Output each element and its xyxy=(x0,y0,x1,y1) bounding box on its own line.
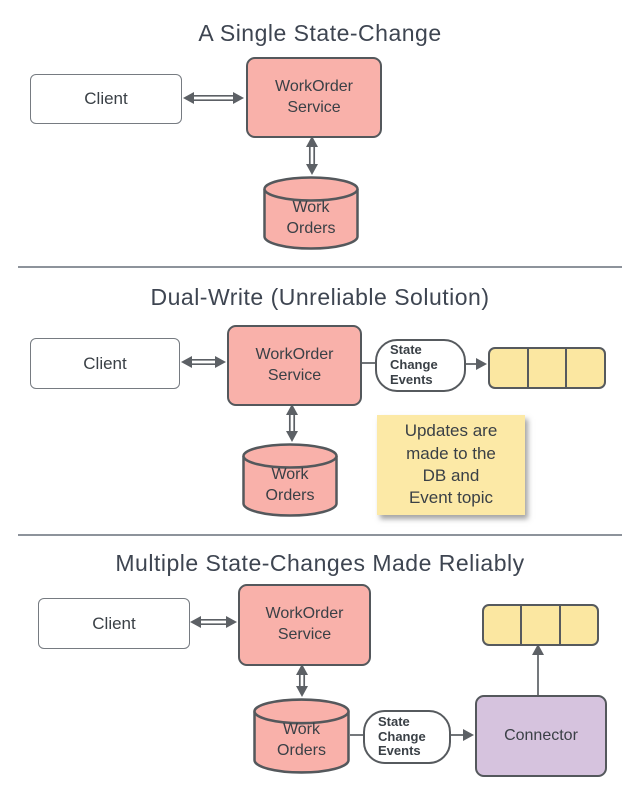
client-service-arrow-3 xyxy=(190,616,237,628)
connector-node: Connector xyxy=(475,695,607,777)
section3-title: Multiple State-Changes Made Reliably xyxy=(115,550,525,576)
section-divider-1 xyxy=(18,266,622,268)
client-label-1: Client xyxy=(84,89,128,108)
work-orders-db-2: Work Orders xyxy=(242,443,338,517)
client-service-arrow xyxy=(183,92,244,104)
work-orders-label-1: Work Orders xyxy=(286,199,336,237)
client-node-2: Client xyxy=(30,338,180,389)
work-orders-label-3: Work Orders xyxy=(277,721,326,759)
database-cylinder-shape xyxy=(263,176,359,250)
queue-cell xyxy=(490,349,527,387)
work-orders-db-3: Work Orders xyxy=(253,698,350,774)
client-node-3: Client xyxy=(38,598,190,649)
event-topic-queue-2 xyxy=(488,347,606,389)
section1-title: A Single State-Change xyxy=(198,20,442,46)
note-text: Updates are made to the DB and Event top… xyxy=(404,421,498,508)
work-orders-label-2: Work Orders xyxy=(265,466,315,504)
service-db-arrow xyxy=(306,136,318,175)
queue-cell xyxy=(558,606,597,644)
workorder-service-label-3: WorkOrder Service xyxy=(265,605,344,643)
connector-queue-arrow xyxy=(532,644,544,695)
section-divider-2 xyxy=(18,534,622,536)
database-cylinder-shape xyxy=(253,698,350,774)
state-change-events-label-2: State Change Events xyxy=(390,342,438,387)
state-change-events-node-3: State Change Events xyxy=(363,710,451,764)
note-sticky: Updates are made to the DB and Event top… xyxy=(377,415,525,515)
state-change-events-label-3: State Change Events xyxy=(378,713,426,759)
client-node-1: Client xyxy=(30,74,182,124)
service-db-arrow-3 xyxy=(296,664,308,697)
connector-label: Connector xyxy=(504,727,578,744)
database-cylinder-shape xyxy=(242,443,338,517)
workorder-service-label-1: WorkOrder Service xyxy=(275,77,353,116)
workorder-service-node-2: WorkOrder Service xyxy=(227,325,362,406)
queue-cell xyxy=(520,606,558,644)
client-label-3: Client xyxy=(92,613,136,633)
workorder-service-label-2: WorkOrder Service xyxy=(255,345,334,384)
workorder-service-node-3: WorkOrder Service xyxy=(238,584,371,666)
work-orders-db-1: Work Orders xyxy=(263,176,359,250)
queue-cell xyxy=(484,606,520,644)
client-label-2: Client xyxy=(83,353,127,373)
section2-title: Dual-Write (Unreliable Solution) xyxy=(150,284,490,310)
service-db-arrow-2 xyxy=(286,404,298,442)
client-service-arrow-2 xyxy=(181,356,226,368)
state-change-events-node-2: State Change Events xyxy=(375,339,466,392)
workorder-service-node-1: WorkOrder Service xyxy=(246,57,382,138)
queue-cell xyxy=(526,349,566,387)
events-connector-arrow xyxy=(447,729,474,741)
queue-cell xyxy=(565,349,604,387)
event-topic-queue-3 xyxy=(482,604,599,646)
